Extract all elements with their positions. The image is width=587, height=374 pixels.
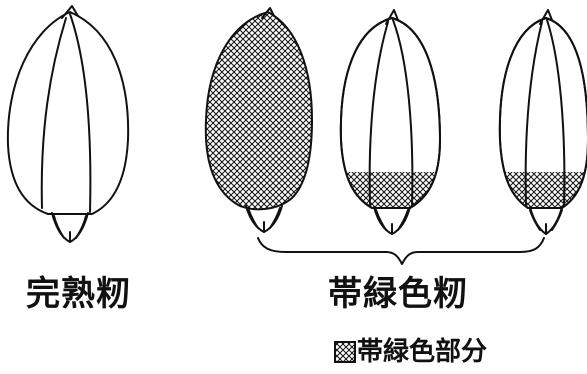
grain-inner-ridge xyxy=(69,13,92,213)
grain-inner-ridge xyxy=(368,21,389,207)
grain-pedicel xyxy=(247,207,281,233)
green-area-fill xyxy=(499,172,587,208)
grain-pedicel xyxy=(53,215,87,243)
grain-tip xyxy=(539,9,553,25)
green-area-fill xyxy=(204,11,313,211)
grain-tip xyxy=(61,5,79,19)
grain-husk-outline xyxy=(6,11,130,215)
crosshatch-swatch-icon xyxy=(334,341,356,363)
ripe-grain xyxy=(6,5,130,243)
grain-tip xyxy=(385,9,399,25)
grain-pedicel xyxy=(375,209,409,235)
grain-husk-outline xyxy=(498,17,587,209)
grain-inner-ridge xyxy=(524,21,543,207)
green-grain-label: 帯緑色籾 xyxy=(328,274,468,314)
grain-inner-ridge xyxy=(392,19,414,207)
ripe-grain-label: 完熟籾 xyxy=(26,274,131,314)
group-brace xyxy=(257,237,545,265)
green-grain-base-1 xyxy=(339,9,441,235)
green-grain-base-2 xyxy=(498,9,587,235)
grain-husk-outline xyxy=(339,17,441,209)
legend-label: 帯緑色部分 xyxy=(357,337,488,367)
legend: 帯緑色部分 xyxy=(334,337,487,367)
grain-inner-ridge xyxy=(546,19,566,207)
grain-pedicel xyxy=(529,209,563,235)
grain-tip xyxy=(261,7,275,19)
grain-inner-ridge xyxy=(40,17,67,209)
green-grain-whole xyxy=(204,7,313,233)
